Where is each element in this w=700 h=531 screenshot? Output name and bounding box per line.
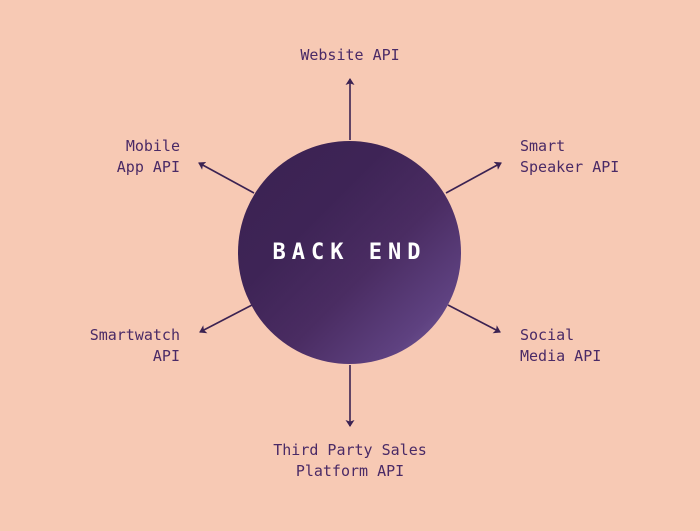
backend-hub: BACK END (238, 141, 461, 364)
arrow-to-social-media (447, 304, 501, 334)
node-label-social-media: Social Media API (520, 326, 602, 365)
node-label-third-party: Third Party Sales Platform API (273, 441, 427, 480)
node-label-website: Website API (300, 46, 400, 64)
arrow-to-mobile-app (198, 161, 255, 194)
arrow-to-smartwatch (199, 304, 253, 334)
arrow-to-smart-speaker (445, 161, 502, 194)
backend-hub-label: BACK END (272, 240, 427, 265)
node-label-smartwatch: Smartwatch API (89, 326, 180, 365)
node-label-smart-speaker: Smart Speaker API (520, 137, 620, 176)
node-label-mobile-app: Mobile App API (116, 137, 180, 176)
